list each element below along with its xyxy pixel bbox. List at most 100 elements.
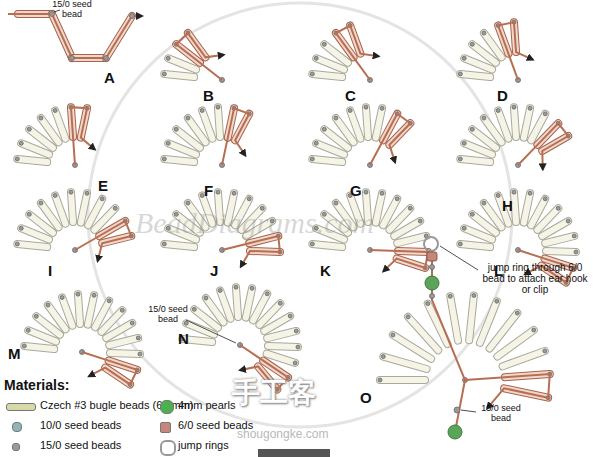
- seed-bead: [496, 108, 500, 112]
- bugle-bead: [78, 294, 80, 324]
- seed-bead: [482, 116, 486, 120]
- step-letter: G: [350, 183, 362, 200]
- seed-bead: [39, 116, 43, 120]
- bugle-bead-outline: [218, 107, 220, 137]
- leader-line: [440, 246, 478, 270]
- bugle-bead-outline: [71, 192, 73, 222]
- seed-bead: [216, 105, 220, 109]
- seed-bead: [334, 201, 338, 205]
- seed-bead: [322, 42, 326, 46]
- seed-bead: [322, 127, 326, 131]
- bugle-bead-outline: [55, 195, 65, 223]
- seed-bead: [454, 407, 460, 413]
- bugle-bead: [220, 290, 230, 318]
- seed-bead: [15, 157, 19, 161]
- bugle-bead-outline: [546, 251, 576, 252]
- bugle-bead: [542, 221, 568, 236]
- seed-bead: [27, 127, 31, 131]
- seed-bead: [470, 127, 474, 131]
- seed-bead: [482, 201, 486, 205]
- thread-path: [370, 114, 410, 165]
- step-letter: C: [345, 88, 356, 105]
- thread-path: [82, 352, 137, 384]
- bugle-bead: [498, 110, 508, 138]
- thread-path: [75, 221, 131, 261]
- seed-bead: [462, 141, 466, 145]
- seed-bead: [288, 314, 292, 318]
- bugle-bead: [376, 193, 382, 222]
- seed-bead: [572, 234, 576, 238]
- seed-bead: [543, 349, 547, 353]
- bugle-bead-outline: [545, 236, 574, 243]
- bugle-bead: [469, 295, 474, 340]
- legend-text: 4mm pearls: [178, 399, 235, 411]
- bugle-bead-outline: [383, 357, 426, 369]
- step-letter: I: [48, 263, 52, 280]
- bugle-bead-outline: [397, 236, 426, 243]
- seed-bead: [234, 285, 238, 289]
- bugle-bead: [380, 377, 425, 383]
- bugle-bead-outline: [312, 244, 342, 247]
- seed-bead: [162, 242, 166, 246]
- bugle-bead: [202, 110, 212, 138]
- seed-bead: [50, 12, 55, 17]
- bugle-bead: [450, 296, 458, 340]
- bugle-bead: [460, 159, 490, 162]
- bugle-bead: [81, 193, 87, 222]
- thread-path: [222, 236, 280, 267]
- bugle-bead: [268, 346, 298, 347]
- bugle-bead-outline: [542, 221, 568, 236]
- legend-text: 15/0 seed beads: [40, 439, 121, 451]
- legend-swatch: [160, 400, 174, 414]
- seed-bead: [462, 56, 466, 60]
- bugle-bead-outline: [524, 108, 530, 137]
- seed-bead: [104, 56, 109, 61]
- thread-path: [518, 123, 568, 169]
- bugle-bead: [514, 192, 516, 222]
- step-letter: F: [204, 183, 213, 200]
- watermark: BeadDiagrams.com: [135, 206, 374, 239]
- pearl: [448, 425, 462, 439]
- seed-bead: [53, 193, 57, 197]
- step-letter: M: [8, 346, 21, 363]
- bugle-bead-outline: [264, 316, 290, 331]
- seed-bead: [334, 116, 338, 120]
- bugle-bead-outline: [460, 159, 490, 162]
- seed-bead: [515, 311, 519, 315]
- seed-bead: [482, 31, 486, 35]
- legend-text: jump rings: [178, 439, 229, 451]
- seed-bead: [395, 197, 399, 201]
- seed-bead: [107, 299, 111, 303]
- bugle-bead-outline: [366, 107, 368, 137]
- thread-path: [498, 22, 533, 80]
- seed-bead: [556, 206, 560, 210]
- bugle-bead: [164, 159, 194, 162]
- seed-bead: [408, 206, 412, 210]
- seed-bead: [92, 293, 96, 297]
- bugle-bead: [246, 288, 252, 317]
- bugle-bead: [55, 110, 65, 138]
- bugle-bead-outline: [469, 295, 474, 340]
- seed-bead: [218, 288, 222, 292]
- seed-bead: [391, 333, 395, 337]
- bugle-bead-outline: [110, 353, 140, 354]
- seed-bead: [19, 226, 23, 230]
- bugle-bead-outline: [17, 159, 47, 162]
- bugle-bead-outline: [17, 244, 47, 247]
- bugle-bead-outline: [524, 193, 530, 222]
- seed-bead: [136, 336, 140, 340]
- bottom-bar: [258, 449, 330, 457]
- seed-bead: [574, 250, 578, 254]
- bugle-bead-outline: [380, 376, 425, 384]
- leader-line: [461, 410, 476, 412]
- seed-bead: [512, 190, 516, 194]
- bugle-bead: [312, 74, 342, 77]
- seed-bead: [174, 127, 178, 131]
- bugle-bead: [236, 287, 238, 317]
- seed-bead: [294, 329, 298, 333]
- seed-bead: [470, 212, 474, 216]
- legend-swatch: [12, 422, 22, 432]
- seed-bead: [130, 321, 134, 325]
- bugle-bead: [376, 108, 382, 137]
- bugle-bead-outline: [514, 107, 516, 137]
